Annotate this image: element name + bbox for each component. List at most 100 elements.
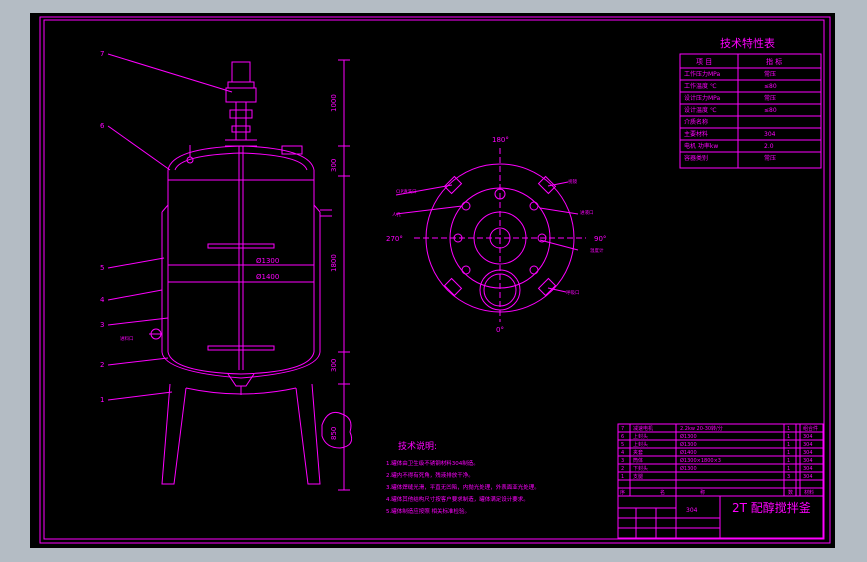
parts-cell: 304 [803, 450, 813, 456]
drawing-background [30, 13, 835, 548]
plan-label-7: 进料口 [120, 335, 134, 342]
parts-cell: 组合件 [803, 425, 818, 432]
dim-inner-diameter: Ø1300 [256, 257, 279, 265]
note-line-2: 2.罐内不得有死角，残液排放干净。 [386, 471, 474, 479]
parts-cell: 7 [621, 426, 624, 432]
parts-cell: 5 [621, 442, 624, 448]
parts-cell: 2 [621, 466, 624, 472]
tech-row-value: 2.0 [764, 143, 774, 150]
vessel-elevation [107, 53, 353, 491]
parts-cell: 1 [787, 466, 790, 472]
leg-left [161, 383, 187, 485]
parts-cell: Ø1300 [680, 433, 697, 440]
dim-v5: 850 [330, 427, 338, 440]
plan-label-4: 进液口 [580, 209, 594, 216]
dim-v2: 300 [330, 159, 338, 172]
parts-cell: 支腿 [633, 473, 643, 480]
angle-right: 90° [594, 235, 606, 243]
parts-cell: 3 [621, 458, 624, 464]
parts-cell: Ø1300×1800×3 [680, 457, 721, 464]
parts-cell: 下封头 [633, 465, 648, 472]
parts-cell: 4 [621, 450, 624, 456]
parts-cell: 1 [787, 434, 790, 440]
tech-row-label: 主要材料 [684, 130, 708, 138]
tech-row-label: 工作温度 ℃ [684, 82, 717, 90]
parts-cell: 上封头 [633, 441, 648, 448]
parts-cell: Ø1400 [680, 449, 697, 456]
plan-label-1: CIP清洗口 [396, 188, 417, 195]
dim-v4: 300 [330, 359, 338, 372]
tech-table-header-value: 指 标 [766, 57, 782, 66]
plan-label-5: 温度计 [590, 247, 604, 254]
callout-7: 7 [100, 50, 104, 58]
parts-cell: 304 [803, 466, 813, 472]
manhole [483, 273, 517, 307]
outer-border [39, 16, 831, 544]
plan-label-6: 呼吸口 [566, 289, 580, 296]
parts-cell: 304 [803, 442, 813, 448]
dim-outer-diameter: Ø1400 [256, 273, 279, 281]
parts-cell: 筒体 [633, 457, 643, 464]
tech-table-title: 技术特性表 [720, 36, 775, 50]
block-material: 304 [686, 507, 698, 514]
tech-row-label: 介质名称 [684, 118, 708, 126]
tech-table-grid [679, 53, 822, 169]
parts-cell: 1 [787, 458, 790, 464]
note-line-5: 5.罐体制造应按照 相关标准检验。 [386, 507, 470, 515]
parts-cell: 减速电机 [633, 425, 653, 432]
impeller-lower [207, 345, 275, 351]
tech-row-label: 容器类别 [684, 154, 708, 162]
parts-cell: Ø1300 [680, 465, 697, 472]
note-line-3: 3.罐体焊缝光滑，平直无凹陷，内抛光处理，外表面亚光处理。 [386, 483, 540, 491]
dim-v3: 1800 [330, 254, 338, 272]
tech-row-label: 设计温度 ℃ [684, 106, 717, 114]
tech-row-value: ≤80 [764, 83, 777, 90]
parts-header-spec: 称 [700, 489, 705, 496]
plan-label-3: 视镜 [568, 178, 577, 185]
parts-cell: 1 [621, 474, 624, 480]
note-line-1: 1.罐体由卫生级不锈钢材料304制造。 [386, 459, 479, 467]
parts-cell: 3 [787, 474, 790, 480]
parts-header-material: 材料 [804, 489, 814, 496]
tech-row-value: 常压 [764, 70, 776, 78]
drawing-title: 2T 配醇搅拌釜 [732, 500, 811, 515]
tech-row-value: ≤80 [764, 107, 777, 114]
callout-4: 4 [100, 296, 105, 304]
title-block-grid [617, 423, 824, 539]
angle-left: 270° [386, 235, 403, 243]
tech-row-value: 常压 [764, 154, 776, 162]
angle-bottom: 0° [496, 326, 504, 334]
tech-row-label: 设计压力MPa [684, 94, 721, 102]
parts-cell: 1 [787, 442, 790, 448]
parts-cell: 上封头 [633, 433, 648, 440]
bottom-head [167, 351, 315, 375]
impeller-upper [207, 243, 275, 249]
parts-header-name: 名 [660, 489, 665, 496]
tech-row-label: 电机 功率kw [684, 142, 718, 150]
plan-label-2: 人孔 [392, 211, 401, 218]
parts-cell: 1 [787, 426, 790, 432]
parts-cell: 夹套 [633, 449, 643, 456]
parts-cell: Ø1300 [680, 441, 697, 448]
callout-1: 1 [100, 396, 104, 404]
parts-header-no: 序 [620, 489, 625, 496]
parts-cell: 304 [803, 434, 813, 440]
dim-v1: 1000 [330, 94, 338, 112]
inner-border [43, 19, 825, 540]
tech-row-value: 304 [764, 131, 776, 138]
parts-cell: 2.2kw 20-30转/分 [680, 425, 723, 432]
angle-top: 180° [492, 136, 509, 144]
parts-cell: 6 [621, 434, 624, 440]
jacket [161, 212, 321, 379]
note-line-4: 4.罐体其他结构尺寸按客户要求制造，罐体满足设计要求。 [386, 495, 529, 503]
parts-cell: 304 [803, 458, 813, 464]
callout-5: 5 [100, 264, 104, 272]
leg-right [295, 383, 321, 485]
parts-cell: 1 [787, 450, 790, 456]
callout-6: 6 [100, 122, 105, 130]
callout-3: 3 [100, 321, 104, 329]
callout-2: 2 [100, 361, 104, 369]
notes-title: 技术说明: [398, 440, 437, 452]
